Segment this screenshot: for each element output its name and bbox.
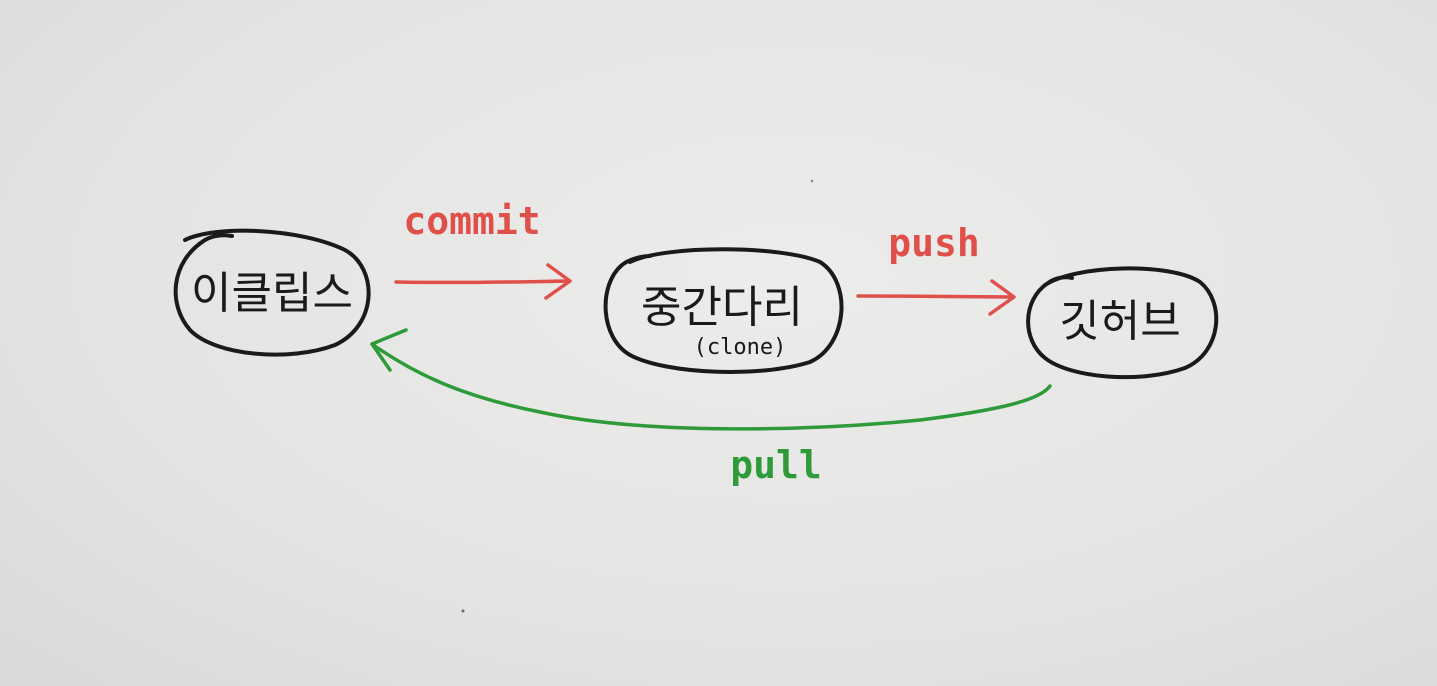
paper-speck xyxy=(461,609,465,613)
edge-pull-arrowhead xyxy=(370,328,408,372)
node-middle-label: 중간다리 xyxy=(641,282,803,333)
edge-commit-label: commit xyxy=(403,199,540,243)
edge-commit-line xyxy=(394,279,570,285)
edge-pull: pull xyxy=(370,328,1052,487)
node-eclipse: 이클립스 xyxy=(173,228,371,357)
node-github-outline xyxy=(1026,266,1219,380)
edge-pull-label: pull xyxy=(730,443,822,487)
edge-push: push xyxy=(856,221,1016,316)
edge-commit: commit xyxy=(394,199,572,300)
node-eclipse-label: 이클립스 xyxy=(191,268,353,319)
edge-pull-line xyxy=(370,342,1052,431)
edge-commit-arrowhead xyxy=(544,263,572,300)
node-middle-sublabel: (clone) xyxy=(694,335,787,360)
node-github: 깃허브 xyxy=(1026,266,1219,380)
node-middle-outline xyxy=(603,247,844,374)
edge-push-line xyxy=(856,294,1014,299)
node-github-label: 깃허브 xyxy=(1059,296,1180,347)
paper-speck xyxy=(810,179,814,183)
edge-push-label: push xyxy=(888,221,980,265)
node-middle: 중간다리 (clone) xyxy=(603,247,844,374)
edge-push-arrowhead xyxy=(988,279,1016,316)
node-eclipse-outline xyxy=(173,228,371,357)
